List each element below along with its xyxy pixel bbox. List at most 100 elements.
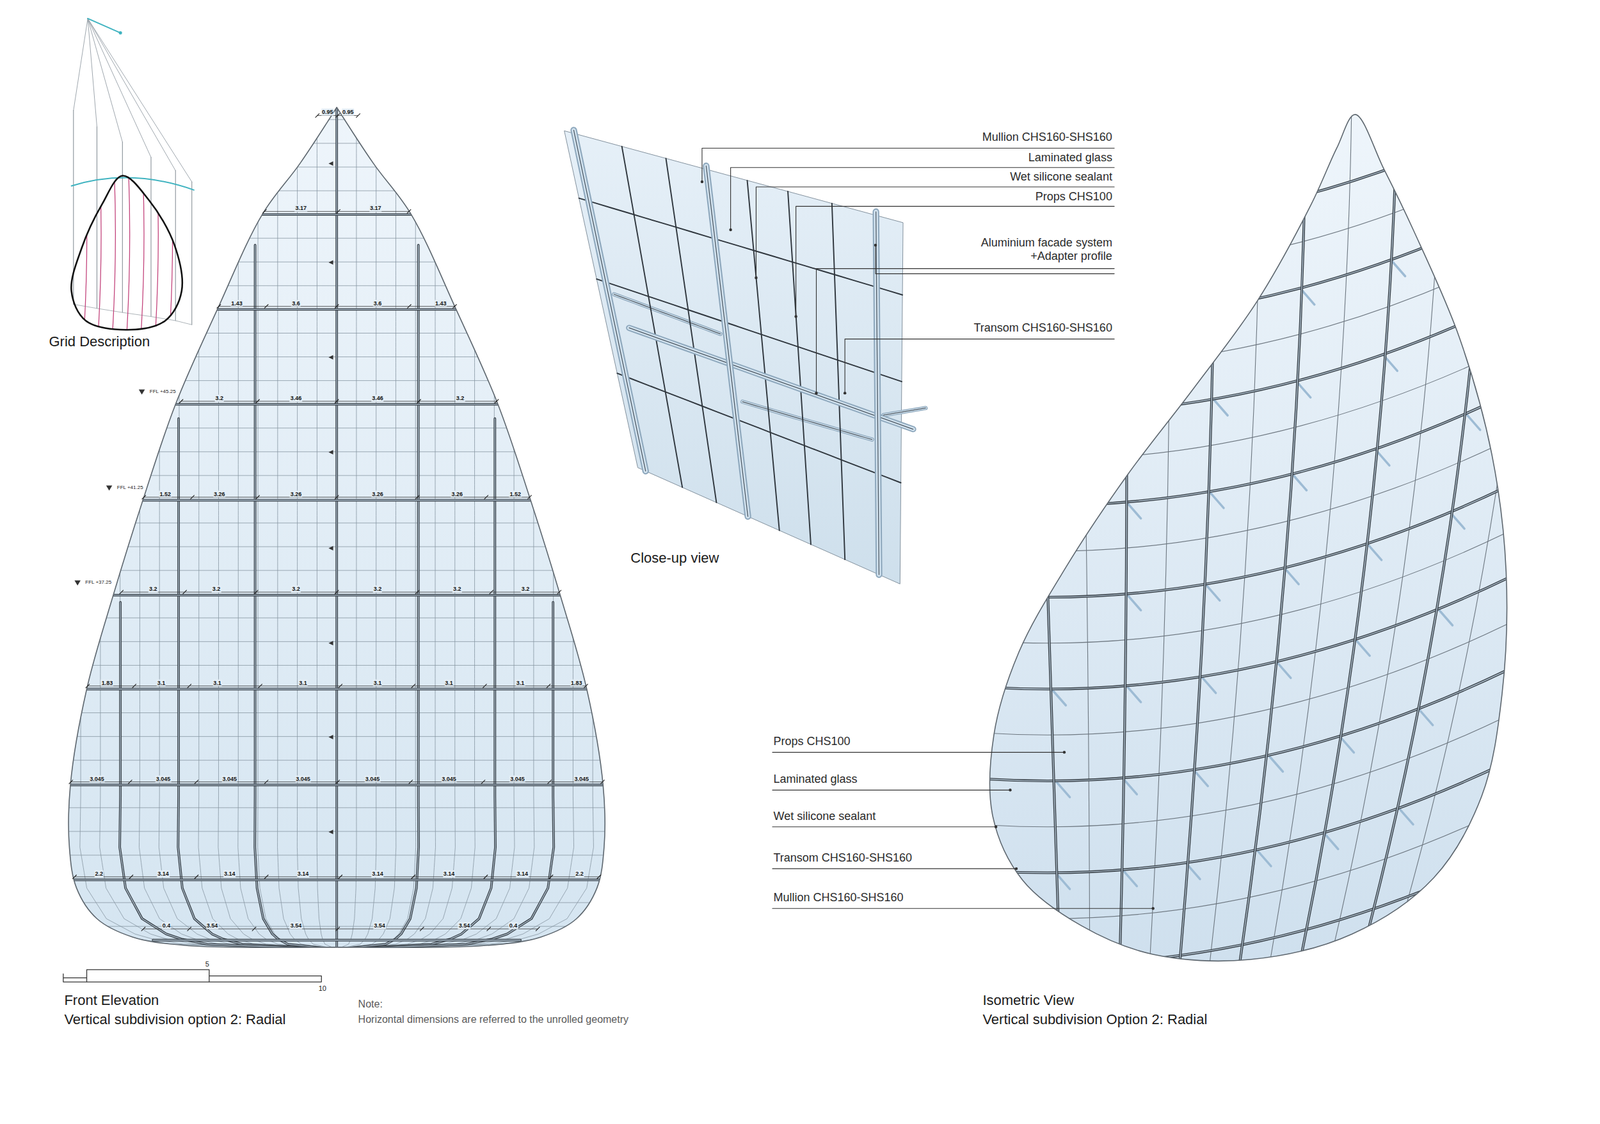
dimension-value: 3.045 — [509, 775, 526, 783]
glass-joint — [336, 102, 594, 955]
prop — [1193, 769, 1208, 787]
callout-label: Transom CHS160-SHS160 — [973, 321, 1112, 336]
glass-joint — [949, 331, 1542, 459]
isometric-view — [772, 61, 1542, 1103]
dimension-value: 2.2 — [94, 869, 104, 877]
leader-dot — [1008, 788, 1012, 792]
transom-highlight — [40, 688, 633, 690]
facade-grid — [949, 61, 1542, 1103]
leader-line — [816, 268, 1115, 394]
level-triangle — [106, 485, 113, 491]
mullion — [336, 418, 496, 955]
glass-joint — [616, 373, 901, 483]
leader-line — [730, 167, 1115, 230]
glass-joint — [336, 102, 475, 955]
section-plane-edge — [191, 181, 192, 325]
dimension-tick — [419, 926, 424, 931]
guide-ray — [73, 18, 88, 111]
dimension-line — [121, 592, 560, 593]
transom-highlight — [949, 928, 1542, 1056]
dimension-value: 3.14 — [296, 869, 310, 877]
dimension-value: 3.14 — [156, 869, 170, 877]
glass-joint — [832, 203, 845, 560]
level-mark: FFL +41.25 — [116, 484, 144, 491]
prop — [1284, 567, 1299, 585]
dimension-tick — [557, 590, 562, 594]
dimension-tick — [264, 304, 269, 309]
glass-joint — [40, 949, 633, 951]
dimension-value: 3.045 — [295, 775, 312, 783]
dimension-tick — [487, 926, 491, 931]
glass-joint — [336, 102, 456, 955]
dimension-line — [143, 928, 538, 930]
dimension-value: 3.2 — [148, 585, 159, 593]
transom-highlight — [629, 327, 914, 429]
transom — [40, 499, 633, 502]
leader-line — [844, 339, 1115, 394]
dimension-tick — [69, 780, 73, 784]
view-heading: Isometric View — [982, 991, 1074, 1008]
dimension-tick — [194, 874, 199, 879]
direction-marker — [328, 734, 333, 740]
leader-dot — [994, 825, 998, 829]
dimension-line — [264, 211, 409, 212]
callout-label: Wet silicone sealant — [1009, 170, 1113, 185]
mullion — [1030, 61, 1062, 1011]
facade-outline — [68, 107, 605, 948]
glass-joint — [336, 102, 397, 955]
transom-highlight — [949, 837, 1542, 965]
mullion-highlight — [336, 418, 496, 955]
mullion — [705, 165, 748, 517]
level-mark: FFL +37.25 — [84, 579, 112, 587]
dimension-tick — [183, 590, 187, 594]
glass-joint — [218, 102, 337, 955]
callout-label: Transom CHS160-SHS160 — [773, 851, 912, 866]
prop — [1256, 849, 1272, 867]
glass-joint — [80, 102, 337, 955]
level-mark: FFL +45.25 — [149, 388, 177, 395]
mullion — [254, 245, 337, 955]
close-up-view — [564, 129, 1115, 584]
dimension-tick — [72, 874, 77, 879]
mullion-core — [876, 211, 880, 575]
dimension-value: 3.14 — [223, 869, 237, 877]
level-triangle — [74, 580, 81, 586]
transom — [40, 878, 633, 882]
dimension-tick — [334, 304, 339, 309]
transom — [949, 286, 1542, 414]
dimension-value: 3.26 — [371, 490, 384, 498]
dimension-tick — [528, 495, 532, 500]
glass-joint — [949, 607, 1542, 735]
glass-joint — [296, 102, 337, 955]
prop — [1126, 593, 1141, 611]
mullion — [1232, 61, 1307, 1011]
transom-highlight — [949, 744, 1542, 873]
radial-line — [83, 171, 88, 337]
dimension-tick — [85, 684, 90, 688]
glass-joint — [40, 688, 633, 690]
mullion — [1175, 61, 1215, 1011]
scale-number: 5 — [205, 960, 210, 969]
mullion — [1118, 61, 1127, 1011]
leader-dot — [700, 180, 704, 184]
transom — [949, 928, 1542, 1056]
dimension-value: 3.1 — [298, 679, 308, 687]
dimension-tick — [483, 874, 488, 879]
mullion-highlight — [336, 245, 419, 955]
dimension-value: 0.95 — [341, 108, 355, 116]
dimension-value: 3.2 — [211, 585, 222, 593]
leader-line — [772, 789, 1010, 791]
glass-joint — [949, 882, 1542, 1010]
mullion-highlight — [573, 129, 646, 472]
base-transom-highlight — [152, 939, 521, 941]
transom-highlight — [40, 594, 633, 596]
reference-point — [119, 31, 123, 35]
dimension-value: 3.2 — [520, 585, 531, 593]
dimension-value: 1.52 — [159, 490, 173, 498]
dimension-tick — [408, 780, 413, 784]
dimension-tick — [119, 590, 124, 594]
dimension-value: 3.54 — [373, 922, 386, 930]
front-elevation — [40, 102, 633, 982]
dimension-tick — [535, 926, 540, 931]
dimension-value: 3.1 — [373, 679, 383, 687]
